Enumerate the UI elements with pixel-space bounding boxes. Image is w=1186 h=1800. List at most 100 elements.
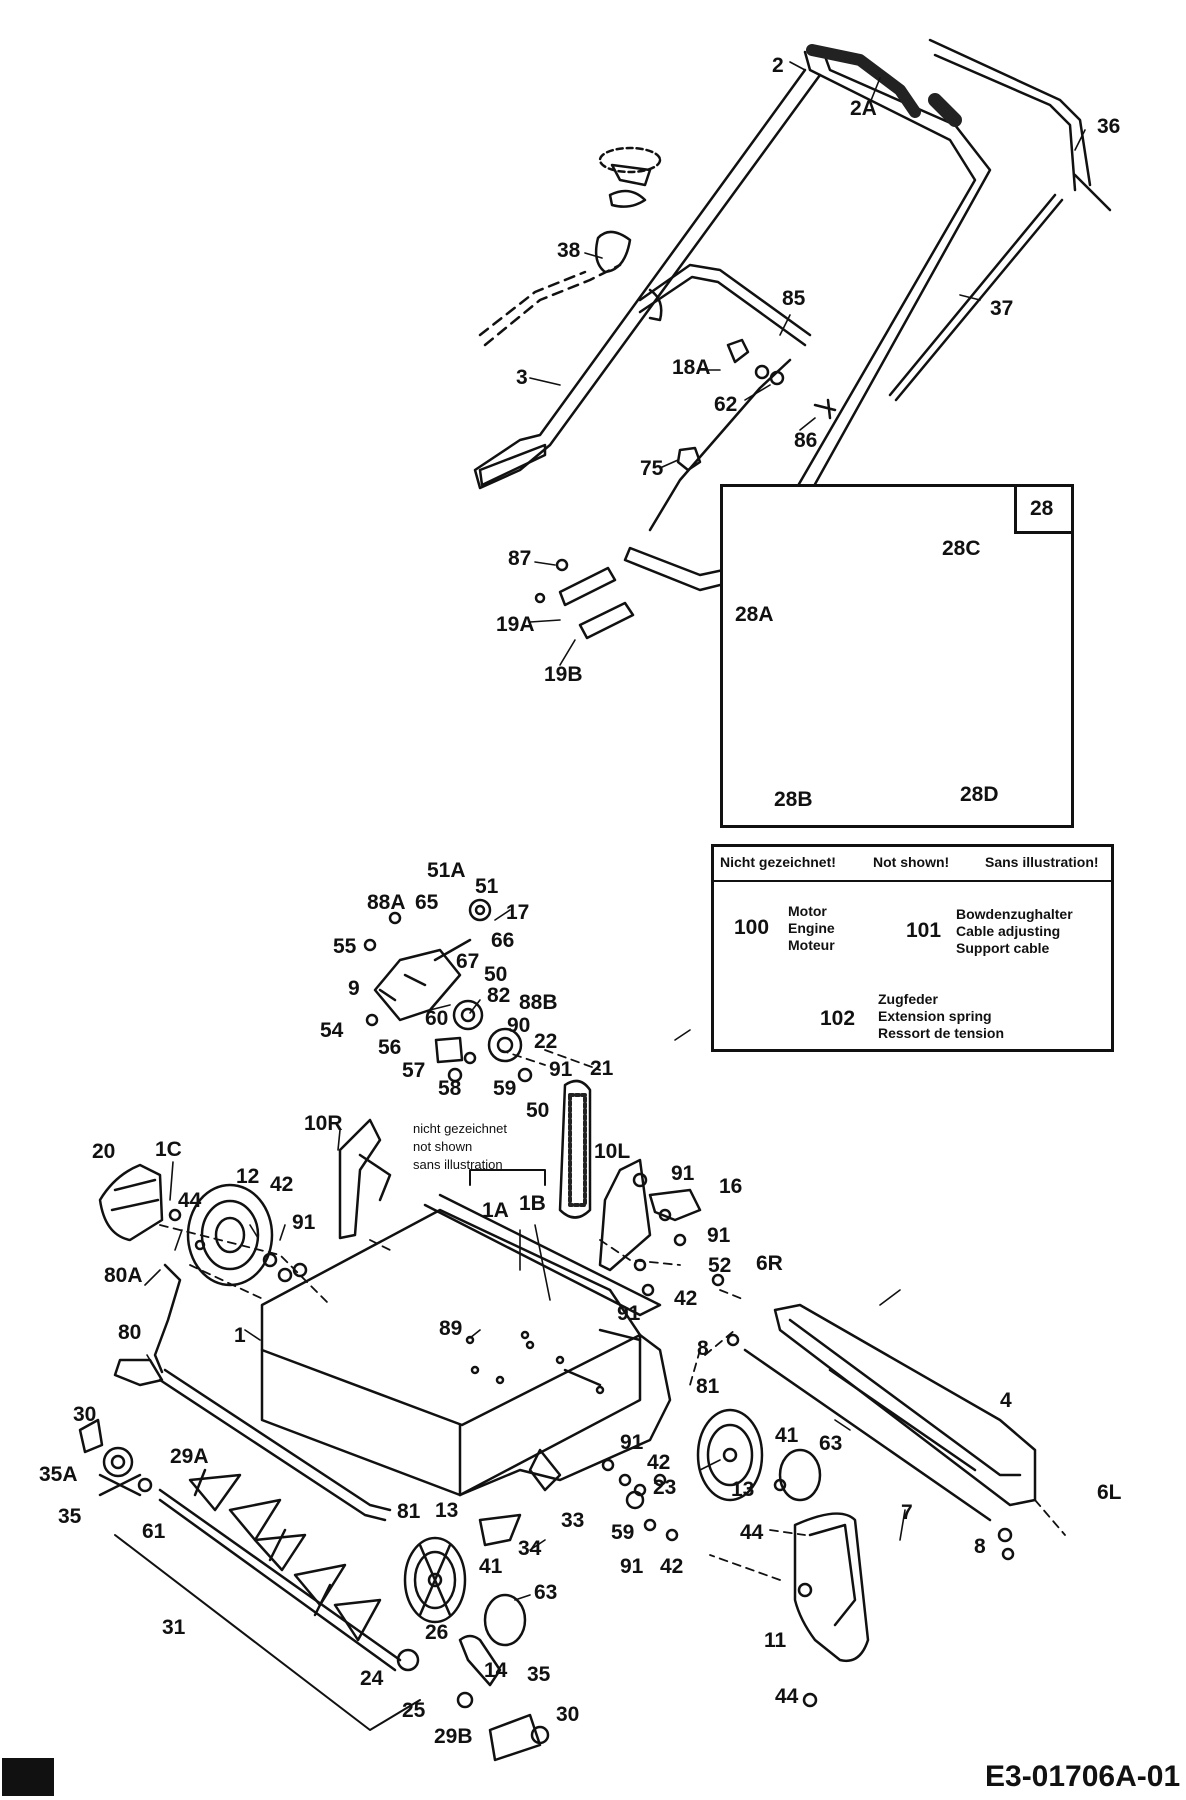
part-102-fr: Ressort de tension (878, 1025, 1005, 1041)
part-100-fr: Moteur (788, 937, 835, 953)
part-label-50a: 50 (484, 963, 508, 986)
part-label-42a: 42 (270, 1173, 294, 1196)
part-label-88b: 88B (519, 991, 558, 1014)
part-label-7: 7 (901, 1501, 913, 1524)
upper-handle (753, 38, 1112, 567)
part-label-91c: 91 (671, 1162, 695, 1185)
part-label-1c: 1C (155, 1138, 182, 1161)
part-label-13a: 13 (731, 1478, 755, 1501)
part-label-19b: 19B (544, 663, 583, 686)
part-label-65: 65 (415, 891, 439, 914)
cable-dashed (478, 263, 622, 347)
inset-28-box (720, 484, 1074, 828)
part-label-18a: 18A (672, 356, 711, 379)
part-label-86: 86 (794, 429, 818, 452)
part-label-63b: 63 (534, 1581, 558, 1604)
part-label-4: 4 (1000, 1389, 1012, 1412)
part-101-de: Bowdenzughalter (956, 906, 1073, 922)
not-shown-header-de: Nicht gezeichnet! (720, 854, 836, 870)
part-label-81b: 81 (397, 1500, 421, 1523)
part-label-75: 75 (640, 457, 664, 480)
not-shown-header-row (711, 844, 1114, 882)
part-100-de: Motor (788, 903, 827, 919)
note-line-3: sans illustration (413, 1157, 503, 1172)
part-label-25: 25 (402, 1699, 426, 1722)
part-label-23: 23 (653, 1476, 677, 1499)
wheel-cover-20 (98, 1163, 164, 1242)
part-label-21: 21 (590, 1057, 614, 1080)
part-label-91a: 91 (549, 1058, 573, 1081)
not-shown-header-fr: Sans illustration! (985, 854, 1099, 870)
part-label-82: 82 (487, 984, 511, 1007)
part-label-56: 56 (378, 1036, 402, 1059)
part-label-35a: 35 (58, 1505, 82, 1528)
part-label-62: 62 (714, 393, 738, 416)
page-corner-block (2, 1758, 54, 1796)
drawing-code: E3-01706A-01 (985, 1760, 1181, 1793)
part-label-28c: 28C (942, 537, 981, 560)
part-label-51a: 51A (427, 859, 466, 882)
part-label-22: 22 (534, 1030, 558, 1053)
part-number-101: 101 (906, 919, 942, 942)
part-label-26: 26 (425, 1621, 449, 1644)
lower-handle-left (473, 68, 822, 490)
part-label-28d: 28D (960, 783, 999, 806)
part-label-13b: 13 (435, 1499, 459, 1522)
part-label-60: 60 (425, 1007, 449, 1030)
side-plate-10r (338, 1118, 392, 1240)
housing-1 (260, 1193, 672, 1497)
part-label-1a: 1A (482, 1199, 509, 1222)
part-label-11: 11 (764, 1629, 787, 1652)
part-101-en: Cable adjusting (956, 923, 1061, 939)
part-label-38: 38 (557, 239, 581, 262)
inset-28-number: 28 (1030, 497, 1054, 520)
deflector-11 (793, 1512, 870, 1663)
part-label-91b: 91 (292, 1211, 316, 1234)
adjustment-lever-80 (113, 1263, 392, 1522)
part-label-33: 33 (561, 1509, 585, 1532)
leader-lines (144, 61, 1086, 1601)
part-102-de: Zugfeder (878, 991, 938, 1007)
part-label-44a: 44 (178, 1189, 202, 1212)
part-label-89: 89 (439, 1317, 463, 1340)
part-label-6r: 6R (756, 1252, 783, 1275)
part-label-20: 20 (92, 1140, 116, 1163)
part-label-91g: 91 (620, 1555, 644, 1578)
part-label-37: 37 (990, 297, 1014, 320)
part-label-61: 61 (142, 1520, 166, 1543)
part-label-80: 80 (118, 1321, 142, 1344)
part-100-en: Engine (788, 920, 835, 936)
part-label-29b: 29B (434, 1725, 473, 1748)
part-label-1: 1 (234, 1324, 246, 1347)
bracket-bottom-31 (114, 1534, 421, 1731)
hubcaps-63 (483, 1448, 822, 1647)
part-label-58: 58 (438, 1077, 462, 1100)
part-101-fr: Support cable (956, 940, 1050, 956)
note-line-1: nicht gezeichnet (413, 1121, 507, 1136)
part-label-41b: 41 (479, 1555, 503, 1578)
part-label-8a: 8 (697, 1337, 709, 1360)
rod-7 (743, 1348, 992, 1522)
wheel-13-left (403, 1536, 467, 1624)
belt-21 (558, 1079, 592, 1219)
part-label-35aa: 35A (39, 1463, 78, 1486)
part-label-28a: 28A (735, 603, 774, 626)
part-label-42c: 42 (647, 1451, 671, 1474)
part-label-59b: 59 (611, 1521, 635, 1544)
part-label-8b: 8 (974, 1535, 986, 1558)
part-label-55: 55 (333, 935, 357, 958)
part-label-51: 51 (475, 875, 499, 898)
part-label-54: 54 (320, 1019, 344, 1042)
assembly-lines (159, 1049, 1066, 1581)
part-102-en: Extension spring (878, 1008, 992, 1024)
part-label-6l: 6L (1097, 1481, 1122, 1504)
part-label-63a: 63 (819, 1432, 843, 1455)
part-label-50b: 50 (526, 1099, 550, 1122)
part-label-34: 34 (518, 1537, 542, 1560)
part-label-10r: 10R (304, 1112, 343, 1135)
part-number-100: 100 (734, 916, 770, 939)
rear-flap-4 (773, 1303, 1037, 1507)
part-label-17: 17 (506, 901, 530, 924)
